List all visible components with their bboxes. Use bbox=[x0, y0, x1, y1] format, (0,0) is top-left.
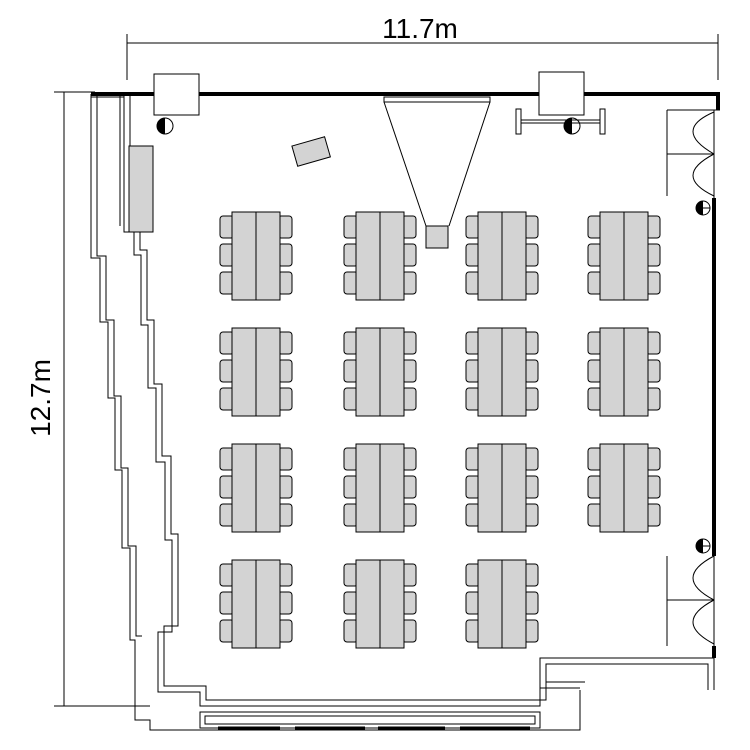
table bbox=[477, 559, 503, 649]
table bbox=[355, 327, 381, 417]
table bbox=[231, 327, 257, 417]
width-dimension: 11.7m bbox=[126, 13, 719, 80]
table bbox=[623, 211, 649, 301]
table bbox=[623, 443, 649, 533]
table bbox=[501, 559, 527, 649]
right-wall bbox=[666, 110, 716, 658]
table-group bbox=[343, 327, 417, 417]
table bbox=[255, 211, 281, 301]
table-group bbox=[587, 443, 661, 533]
pillar-right bbox=[538, 71, 585, 116]
table-group bbox=[465, 211, 539, 301]
table-group bbox=[219, 559, 293, 649]
projection-screen bbox=[383, 96, 491, 227]
table bbox=[379, 443, 405, 533]
table bbox=[379, 559, 405, 649]
table-group bbox=[343, 211, 417, 301]
table bbox=[599, 327, 625, 417]
table-group bbox=[587, 327, 661, 417]
table bbox=[623, 327, 649, 417]
height-label: 12.7m bbox=[25, 359, 56, 437]
table bbox=[379, 211, 405, 301]
table bbox=[477, 327, 503, 417]
table bbox=[477, 211, 503, 301]
credenza bbox=[128, 145, 154, 233]
projector-icon bbox=[425, 225, 449, 249]
table-group bbox=[343, 559, 417, 649]
width-label: 11.7m bbox=[382, 13, 458, 44]
table bbox=[501, 211, 527, 301]
whiteboard-stand bbox=[515, 108, 606, 135]
outlet-icon bbox=[695, 538, 711, 554]
height-dimension: 12.7m bbox=[25, 91, 150, 707]
table-group bbox=[465, 559, 539, 649]
outlet-icon bbox=[695, 200, 711, 216]
table bbox=[355, 443, 381, 533]
table-group bbox=[219, 327, 293, 417]
table bbox=[255, 559, 281, 649]
table bbox=[477, 443, 503, 533]
table bbox=[355, 559, 381, 649]
table bbox=[379, 327, 405, 417]
left-window-wall bbox=[90, 94, 585, 731]
door-top-right[interactable] bbox=[667, 110, 715, 198]
table bbox=[231, 559, 257, 649]
table bbox=[231, 211, 257, 301]
table bbox=[501, 443, 527, 533]
door-bottom-right[interactable] bbox=[667, 555, 715, 646]
table-group bbox=[219, 443, 293, 533]
table-group bbox=[587, 211, 661, 301]
bottom-right-wall bbox=[539, 657, 715, 690]
outlet-icon bbox=[563, 117, 581, 135]
table bbox=[599, 443, 625, 533]
table-group bbox=[219, 211, 293, 301]
table-grid bbox=[219, 211, 661, 649]
pillar-left bbox=[153, 73, 200, 116]
table bbox=[231, 443, 257, 533]
table-group bbox=[465, 443, 539, 533]
table-group bbox=[343, 443, 417, 533]
table-group bbox=[465, 327, 539, 417]
bottom-windows bbox=[199, 711, 541, 730]
table bbox=[355, 211, 381, 301]
lectern bbox=[291, 136, 331, 167]
table bbox=[255, 443, 281, 533]
table bbox=[599, 211, 625, 301]
outlet-icon bbox=[156, 117, 174, 135]
table bbox=[501, 327, 527, 417]
table bbox=[255, 327, 281, 417]
